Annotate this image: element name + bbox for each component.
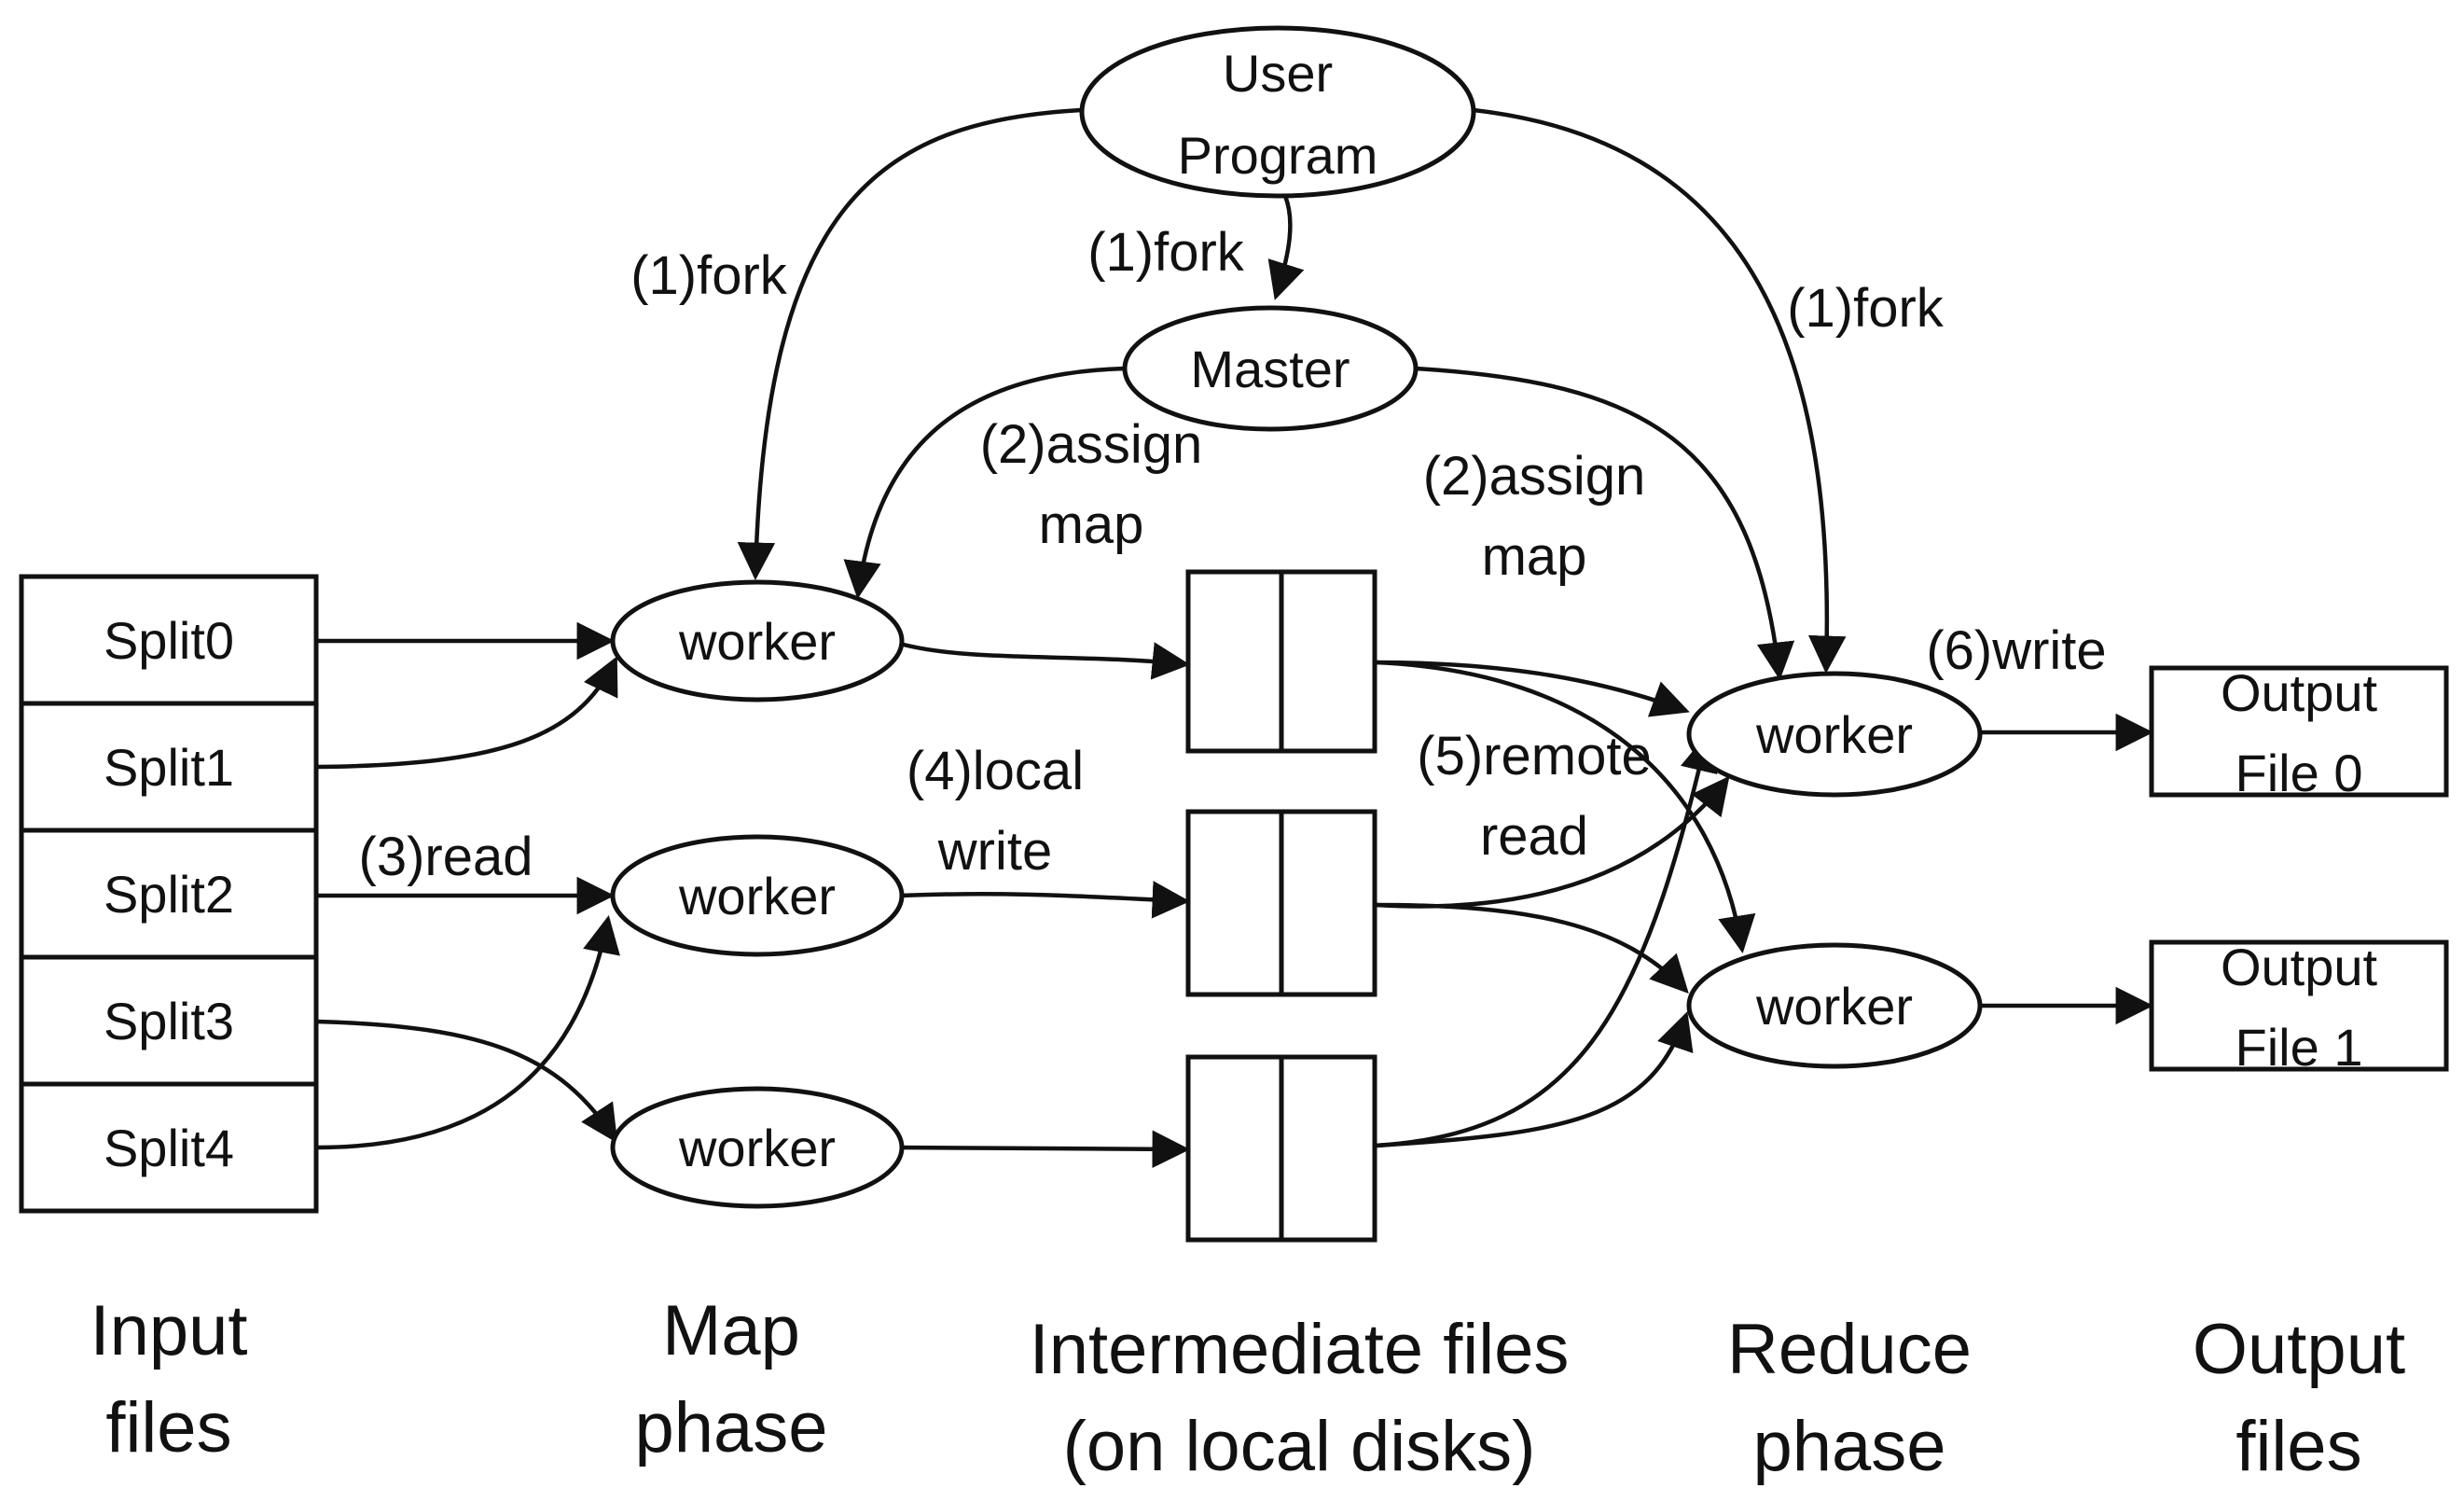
edge-remote-1-a <box>1375 660 1690 717</box>
reduce-worker-2-label: worker <box>1755 977 1913 1036</box>
edge-read-split1 <box>316 656 618 770</box>
edge-local-write-1 <box>899 641 1191 680</box>
split-2-label: Split2 <box>104 865 234 924</box>
edge-fork-reduce-worker <box>1473 107 1847 675</box>
output-file-1-label-line2: File 1 <box>2236 1018 2363 1077</box>
map-phase-caption-line1: Map <box>662 1291 800 1370</box>
intermediate-files-caption-line1: Intermediate files <box>1030 1310 1570 1389</box>
intermediate-file-2 <box>1185 809 1377 997</box>
input-files-caption-line2: files <box>105 1388 231 1467</box>
output-file-1-label-line1: Output <box>2221 938 2378 996</box>
master-label: Master <box>1190 340 1350 398</box>
read-label: (3)read <box>359 827 533 887</box>
edge-remote-3-a <box>1375 733 1718 1148</box>
intermediate-files-caption-line2: (on local disks) <box>1063 1407 1536 1486</box>
edges <box>316 107 2154 1169</box>
split-0-label: Split0 <box>104 611 234 670</box>
user-program-label-line1: User <box>1223 44 1333 103</box>
output-files-caption-line2: files <box>2236 1407 2361 1486</box>
split-4-label: Split4 <box>104 1119 234 1177</box>
map-phase-caption-line2: phase <box>634 1388 827 1467</box>
local-write-label-line2: write <box>937 821 1052 882</box>
user-program-label-line2: Program <box>1178 126 1378 185</box>
input-files-caption-line1: Input <box>90 1291 247 1370</box>
input-files-table: Split0 Split1 Split2 Split3 Split4 <box>19 574 319 1214</box>
edge-local-write-3 <box>899 1130 1191 1169</box>
intermediate-file-1 <box>1185 569 1377 754</box>
edge-assign-reduce <box>1415 366 1795 681</box>
edge-read-split3 <box>316 1019 618 1144</box>
assign-map-label-right-line1: (2)assign <box>1423 446 1646 507</box>
map-worker-3-label: worker <box>678 1119 836 1177</box>
edge-labels: (1)fork (1)fork (1)fork (2)assign map (2… <box>359 222 2107 887</box>
fork-label-center: (1)fork <box>1087 222 1245 283</box>
edge-remote-2-b <box>1375 902 1689 994</box>
edge-remote-3-b <box>1375 1011 1694 1148</box>
output-file-0-label-line2: File 0 <box>2236 744 2363 802</box>
map-worker-1-label: worker <box>678 612 836 671</box>
phase-captions: Input files Map phase Intermediate files… <box>90 1291 2405 1486</box>
assign-map-label-right-line2: map <box>1482 526 1587 587</box>
reduce-phase-caption-line2: phase <box>1752 1407 1945 1486</box>
intermediate-file-3 <box>1185 1054 1377 1243</box>
reduce-worker-1-label: worker <box>1755 705 1913 764</box>
edge-read-split4 <box>316 915 620 1150</box>
map-worker-3: worker <box>610 1086 905 1209</box>
remote-read-label-line2: read <box>1480 806 1588 867</box>
reduce-phase-caption-line1: Reduce <box>1727 1310 1972 1389</box>
write-label: (6)write <box>1926 620 2106 681</box>
map-worker-2: worker <box>610 834 905 957</box>
user-program-node: User Program <box>1079 25 1476 199</box>
output-files-caption-line1: Output <box>2193 1310 2405 1389</box>
map-worker-2-label: worker <box>678 867 836 925</box>
assign-map-label-left-line1: (2)assign <box>980 414 1203 475</box>
master-node: Master <box>1122 305 1419 432</box>
reduce-worker-2: worker <box>1686 942 1983 1069</box>
nodes: User Program Master Split0 Split1 Split2… <box>19 25 2449 1243</box>
edge-local-write-2 <box>899 881 1191 919</box>
fork-label-right: (1)fork <box>1787 278 1945 339</box>
output-file-0-label-line1: Output <box>2221 663 2378 722</box>
edge-fork-map-worker <box>737 107 1083 581</box>
edge-assign-map <box>843 366 1126 600</box>
edge-fork-master <box>1267 195 1305 300</box>
local-write-label-line1: (4)local <box>907 741 1084 801</box>
fork-label-left: (1)fork <box>630 245 788 306</box>
split-1-label: Split1 <box>104 738 234 797</box>
output-file-1: Output File 1 <box>2149 938 2449 1077</box>
reduce-worker-1: worker <box>1686 671 1983 798</box>
assign-map-label-left-line2: map <box>1039 494 1144 555</box>
split-3-label: Split3 <box>104 992 234 1050</box>
output-file-0: Output File 0 <box>2149 663 2449 802</box>
remote-read-label-line1: (5)remote <box>1417 726 1651 786</box>
edge-remote-1-b <box>1375 660 1756 954</box>
map-worker-1: worker <box>610 579 905 702</box>
